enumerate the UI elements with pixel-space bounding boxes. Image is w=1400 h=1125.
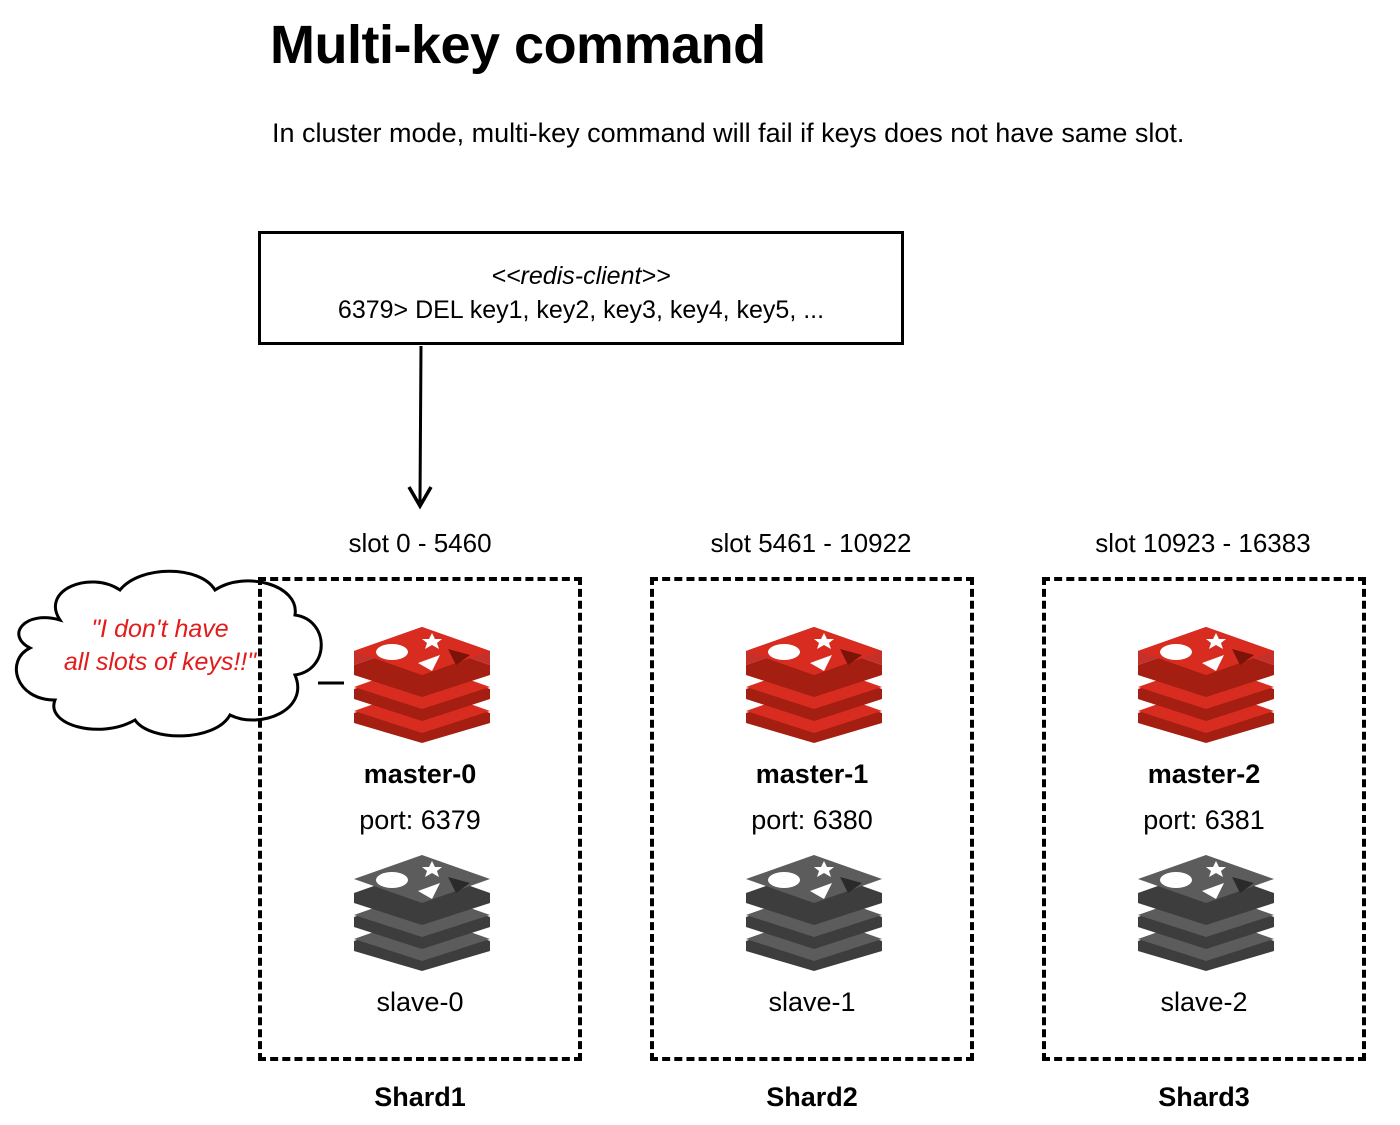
- slot-range-label: slot 5461 - 10922: [710, 528, 912, 558]
- master-node-name: master-1: [755, 759, 869, 789]
- shard-container: master-1 port: 6380 slave-1: [650, 577, 974, 1061]
- slave-node-name: slave-0: [376, 987, 464, 1017]
- client-command: 6379> DEL key1, key2, key3, key4, key5, …: [337, 296, 825, 324]
- redis-logo-gray-icon: [744, 853, 884, 971]
- redis-logo-red-icon: [1136, 625, 1276, 743]
- shard-name: Shard2: [766, 1082, 858, 1112]
- redis-logo-gray-icon: [1136, 853, 1276, 971]
- slot-range-label: slot 0 - 5460: [348, 528, 492, 558]
- shard-name: Shard1: [374, 1082, 466, 1112]
- master-node-port: port: 6381: [1143, 805, 1265, 835]
- callout-text: "I don't have all slots of keys!!": [10, 613, 310, 679]
- shard-container: master-0 port: 6379 slave-0: [258, 577, 582, 1061]
- shard-name: Shard3: [1158, 1082, 1250, 1112]
- redis-logo-gray-icon: [352, 853, 492, 971]
- slave-node-name: slave-2: [1160, 987, 1248, 1017]
- redis-client-box: <<redis-client>> 6379> DEL key1, key2, k…: [258, 231, 904, 345]
- client-stereotype: <<redis-client>>: [491, 262, 671, 290]
- slot-range-label: slot 10923 - 16383: [1095, 528, 1311, 558]
- redis-logo-red-icon: [352, 625, 492, 743]
- master-node-name: master-2: [1147, 759, 1261, 789]
- callout-line-2: all slots of keys!!": [63, 648, 257, 676]
- shard-container: master-2 port: 6381 slave-2: [1042, 577, 1366, 1061]
- page-title: Multi-key command: [270, 15, 766, 75]
- master-node-port: port: 6379: [359, 805, 481, 835]
- master-node-port: port: 6380: [751, 805, 873, 835]
- callout-line-1: "I don't have: [91, 615, 229, 643]
- redis-logo-red-icon: [744, 625, 884, 743]
- slave-node-name: slave-1: [768, 987, 856, 1017]
- thought-cloud-icon: [14, 569, 344, 738]
- page-description: In cluster mode, multi-key command will …: [272, 118, 1185, 148]
- master-node-name: master-0: [363, 759, 477, 789]
- arrow-down-icon: [407, 345, 433, 510]
